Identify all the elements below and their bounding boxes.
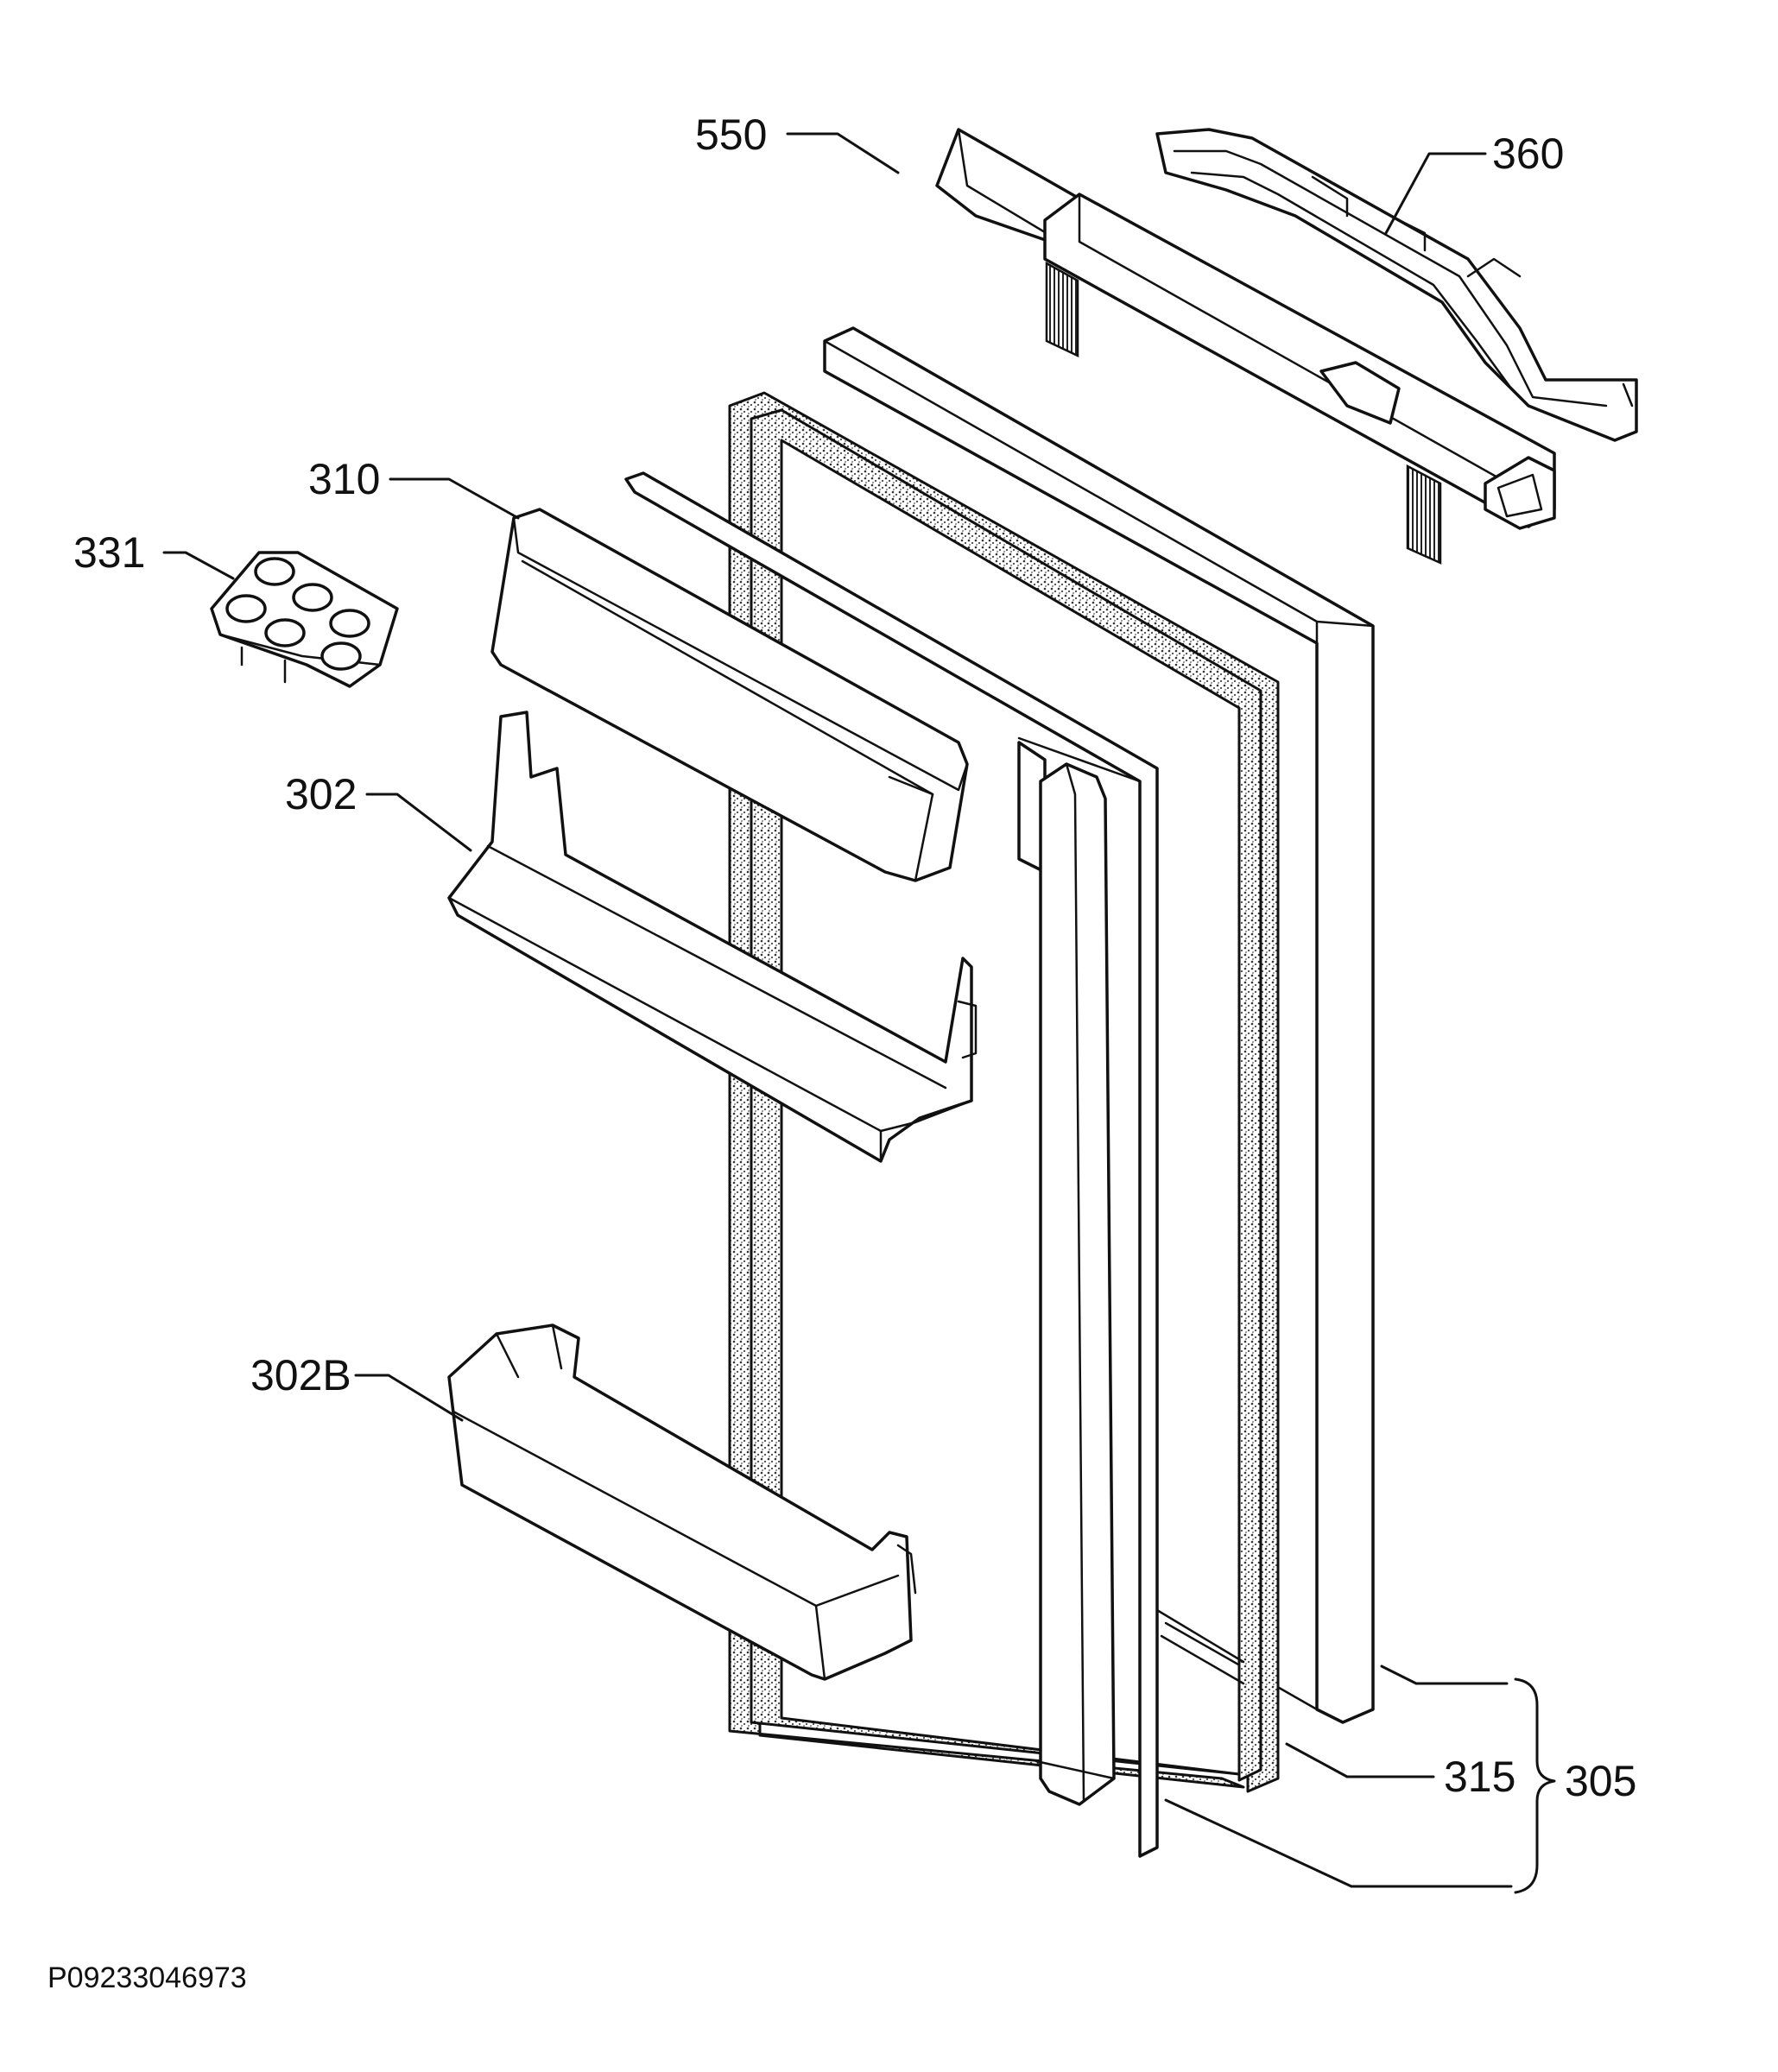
drawing-reference-number: P09233046973 [47,1961,247,1994]
part-310-dairy-lid [490,508,969,882]
leader-360 [1384,152,1487,235]
leader-lines [162,132,1556,1894]
label-302b: 302B [250,1351,351,1399]
leader-331 [162,551,235,580]
part-360-hinge-bracket [1155,128,1638,442]
leader-inner-liner [1164,1798,1513,1888]
label-310: 310 [308,455,380,503]
label-315: 315 [1444,1753,1515,1801]
bracket-305 [1514,1677,1556,1894]
leader-310 [389,477,520,520]
part-302-door-shelf [447,711,978,1163]
label-331: 331 [73,528,145,577]
label-550: 550 [695,111,767,159]
part-302b-door-shelf [447,1323,917,1681]
part-331-egg-tray [210,551,399,688]
part-550-top-rail [935,128,1556,565]
leader-outer-panel [1380,1665,1509,1685]
leader-550 [786,132,900,174]
label-302: 302 [285,770,357,818]
leader-302 [365,793,472,852]
label-305: 305 [1565,1757,1636,1805]
door-inner-liner [624,471,1159,1858]
label-360: 360 [1492,130,1564,178]
leader-315 [1285,1742,1435,1778]
part-labels: 550 360 310 331 302 302B 315 305 P092330… [47,111,1636,1994]
leader-302b [354,1374,464,1422]
